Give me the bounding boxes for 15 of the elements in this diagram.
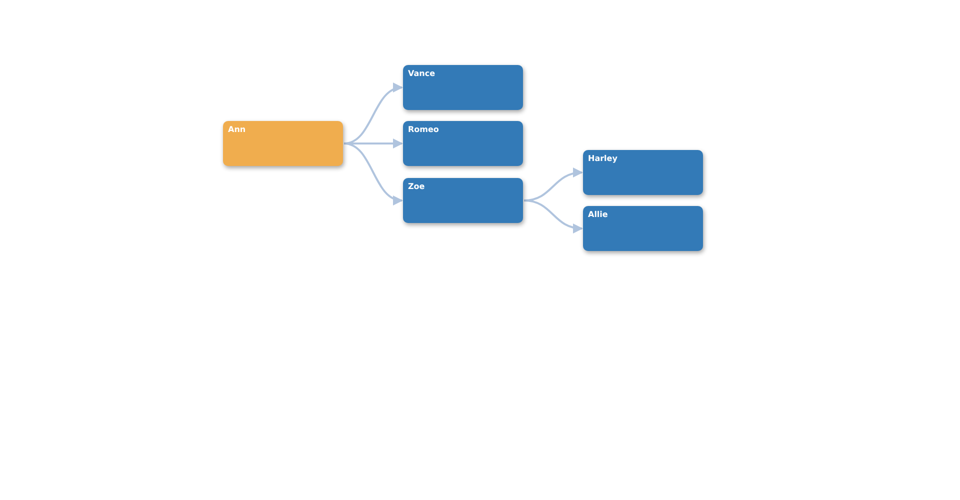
node-label: Vance — [408, 69, 436, 79]
connector-arrow — [344, 138, 403, 148]
node-label: Zoe — [408, 182, 426, 192]
connector-arrow — [344, 142, 403, 204]
node-label: Allie — [588, 210, 609, 220]
child-node-box — [403, 178, 523, 223]
connector-arrow — [524, 200, 583, 233]
child-node-box — [403, 65, 523, 110]
child-node-box — [403, 121, 523, 166]
node-label: Romeo — [408, 125, 440, 135]
node-label: Harley — [588, 154, 618, 164]
child-node-box — [583, 150, 703, 195]
node-label: Ann — [228, 125, 247, 135]
root-node-box — [223, 121, 343, 166]
child-node-box — [583, 206, 703, 251]
